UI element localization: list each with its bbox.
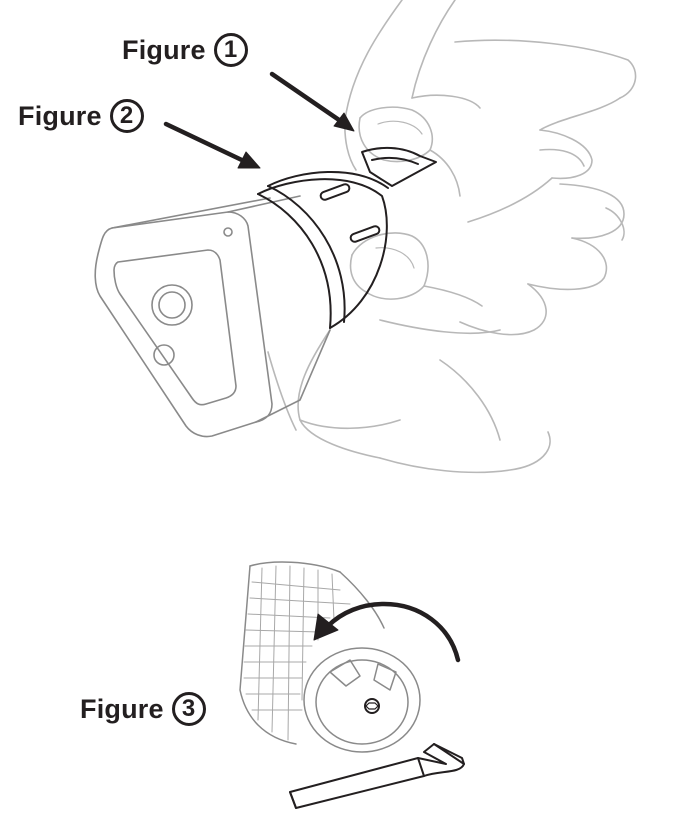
rotation-arrow-icon [313, 601, 461, 663]
hex-key-icon [289, 743, 465, 809]
handle-device [239, 561, 421, 753]
camera-device [94, 195, 331, 438]
figure-3-number: 3 [171, 692, 206, 726]
figure-2-label: Figure 2 [18, 99, 144, 133]
figure-1-number: 1 [213, 33, 248, 67]
pointer-arrow-icon [163, 71, 355, 169]
figure-1-word: Figure [122, 34, 206, 65]
figure-3-word: Figure [80, 693, 164, 724]
hand-sketch [267, 0, 637, 474]
collar-ring [257, 146, 437, 329]
figure-2-word: Figure [18, 100, 102, 131]
figure-1-label: Figure 1 [122, 33, 248, 67]
figure-3-label: Figure 3 [80, 692, 206, 726]
figure-2-number: 2 [109, 99, 144, 133]
